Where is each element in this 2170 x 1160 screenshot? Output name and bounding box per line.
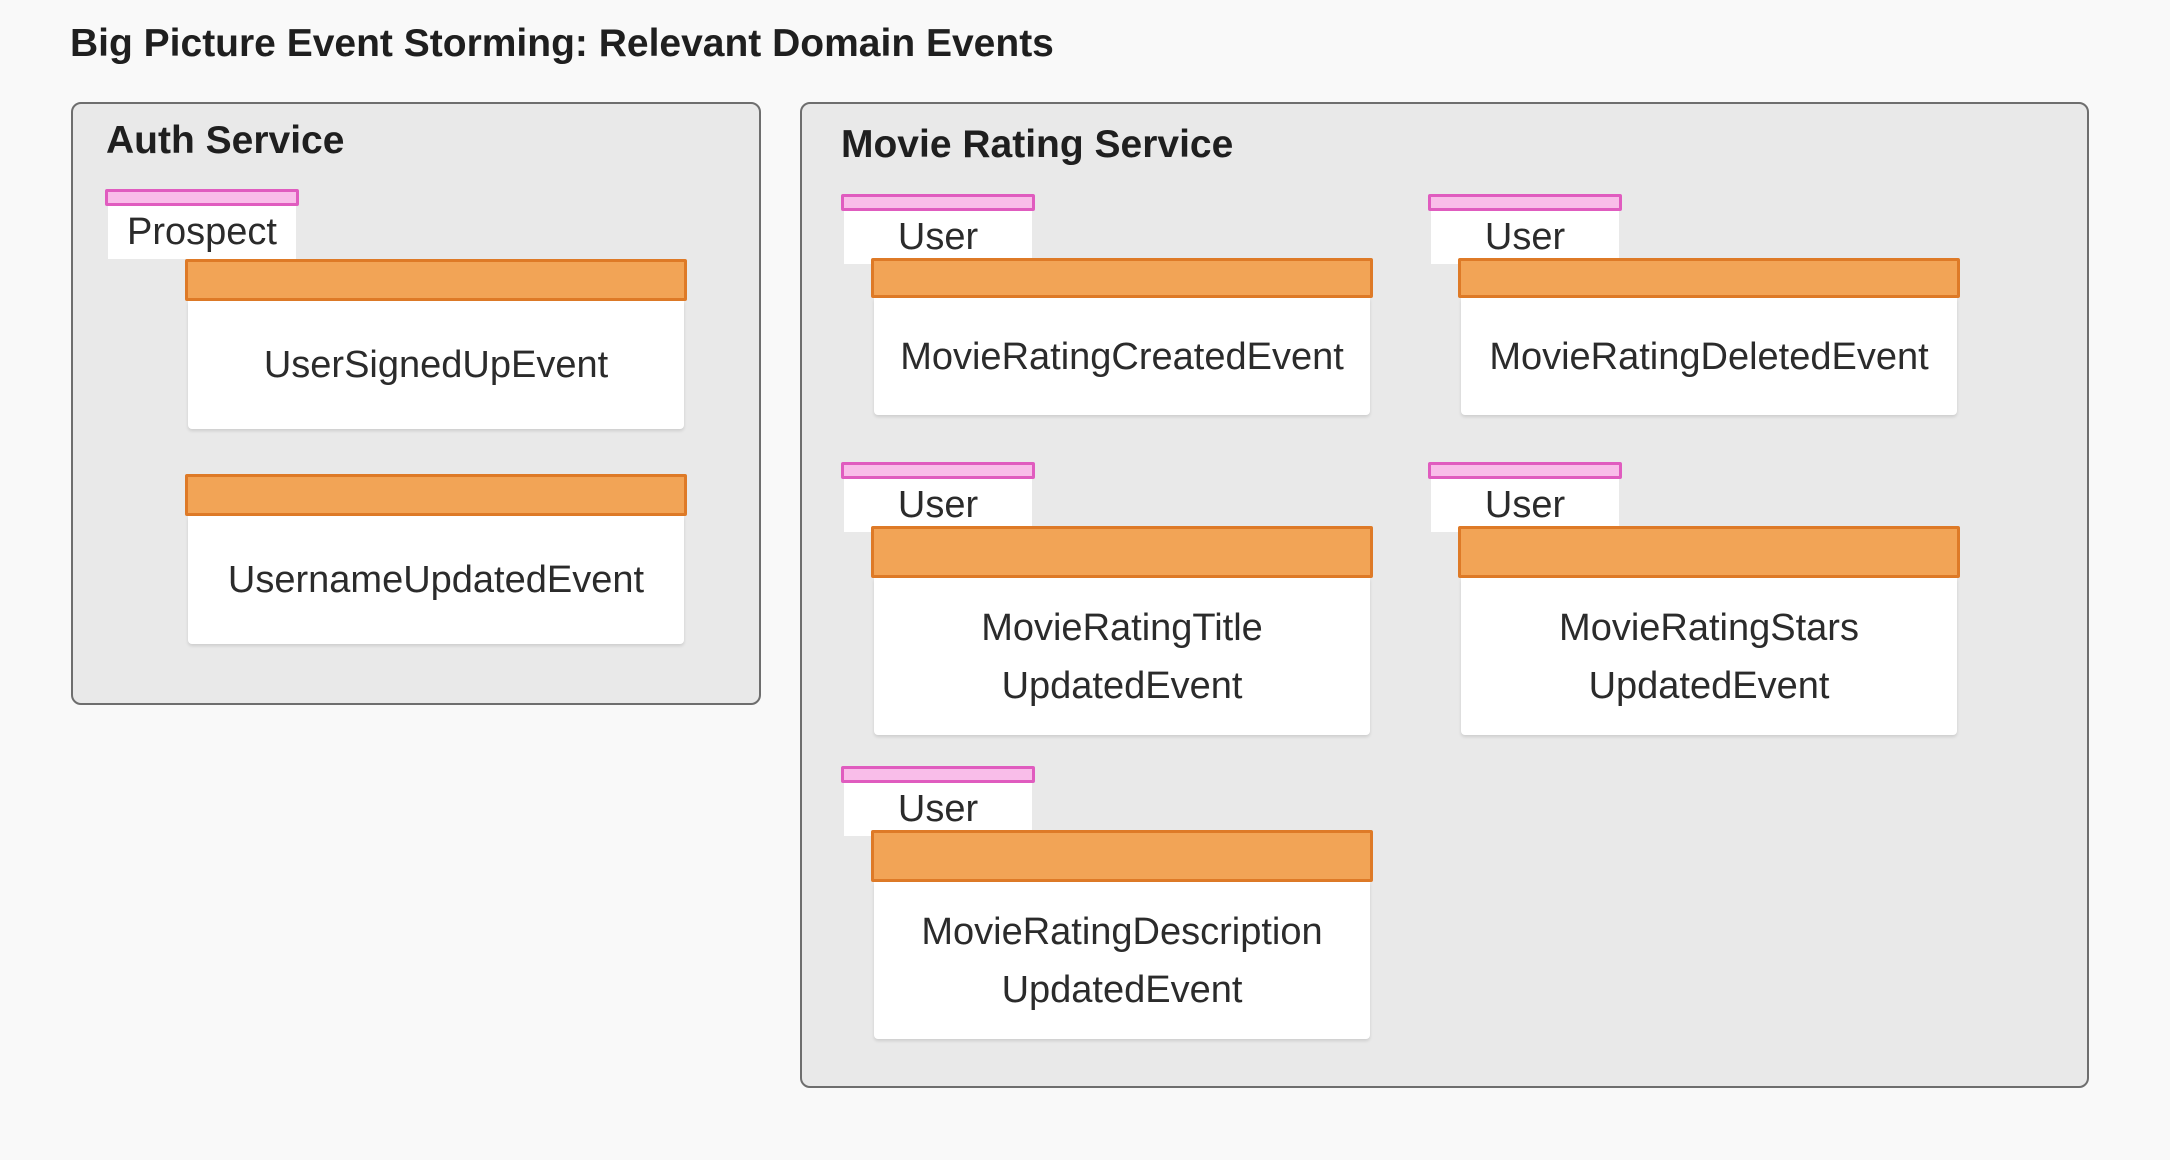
actor-user: User (841, 462, 1035, 532)
actor-marker (1428, 462, 1622, 479)
event-label-line: UpdatedEvent (1001, 664, 1243, 707)
actor-label: User (844, 783, 1032, 836)
event-label: UserSignedUpEvent (188, 301, 684, 429)
actor-user: User (1428, 462, 1622, 532)
actor-label: User (1431, 211, 1619, 264)
event-label-line: UsernameUpdatedEvent (227, 559, 645, 601)
actor-label: User (1431, 479, 1619, 532)
event-marker (1458, 526, 1960, 578)
event-label-line: UpdatedEvent (1001, 968, 1243, 1011)
actor-marker (105, 189, 299, 206)
event-label: UsernameUpdatedEvent (188, 516, 684, 644)
event-label-line: UpdatedEvent (1588, 664, 1830, 707)
actor-prospect: Prospect (105, 189, 299, 259)
auth-service-title: Auth Service (106, 119, 345, 162)
event-label-line: MovieRatingTitle (981, 606, 1263, 649)
actor-user: User (1428, 194, 1622, 264)
page-title: Big Picture Event Storming: Relevant Dom… (70, 22, 1054, 65)
event-label-line: MovieRatingDescription (921, 910, 1323, 953)
movie-rating-service-title: Movie Rating Service (841, 123, 1234, 166)
actor-label: Prospect (108, 206, 296, 259)
actor-marker (841, 194, 1035, 211)
event-label-line: MovieRatingStars (1559, 606, 1859, 649)
event-label-line: UserSignedUpEvent (263, 344, 609, 386)
event-marker (185, 474, 687, 516)
actor-user: User (841, 766, 1035, 836)
event-label-line: MovieRatingCreatedEvent (900, 335, 1344, 378)
event-marker (871, 526, 1373, 578)
event-label-line: MovieRatingDeletedEvent (1489, 335, 1929, 378)
actor-marker (1428, 194, 1622, 211)
event-marker (185, 259, 687, 301)
event-label: MovieRatingDeletedEvent (1461, 298, 1957, 415)
event-label: MovieRatingDescription UpdatedEvent (874, 882, 1370, 1039)
event-marker (871, 258, 1373, 298)
actor-marker (841, 766, 1035, 783)
event-marker (1458, 258, 1960, 298)
event-label: MovieRatingTitle UpdatedEvent (874, 578, 1370, 735)
actor-label: User (844, 211, 1032, 264)
actor-marker (841, 462, 1035, 479)
actor-label: User (844, 479, 1032, 532)
actor-user: User (841, 194, 1035, 264)
event-label: MovieRatingStars UpdatedEvent (1461, 578, 1957, 735)
event-marker (871, 830, 1373, 882)
event-label: MovieRatingCreatedEvent (874, 298, 1370, 415)
